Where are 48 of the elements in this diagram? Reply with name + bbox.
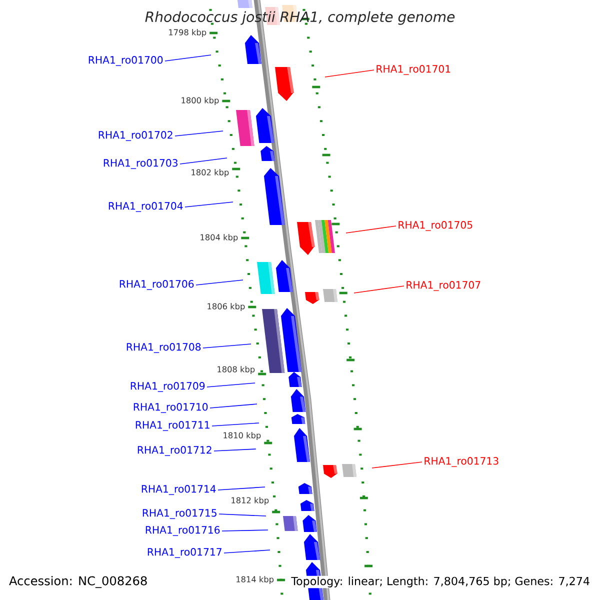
leader-line <box>164 54 212 62</box>
leader-line <box>224 550 270 554</box>
gene-label: RHA1_ro01714 <box>142 485 216 495</box>
scale-label: 1814 kbp <box>236 576 274 584</box>
accession-text: Accession: NC_008268 <box>8 575 148 589</box>
leader-line <box>222 530 268 532</box>
gene-label: RHA1_ro01716 <box>146 526 220 536</box>
leader-line <box>202 344 252 348</box>
title: Rhodococcus jostii RHA1, complete genome <box>145 11 455 25</box>
genome-summary: Topology: linear; Length: 7,804,765 bp; Genes: 7,274 <box>290 576 591 588</box>
gene-label: RHA1_ro01708 <box>126 343 201 353</box>
scale-label: 1812 kbp <box>232 497 269 505</box>
gene-label: RHA1_ro01711 <box>136 421 210 431</box>
gene-label: RHA1_ro01704 <box>108 202 183 212</box>
leader-line <box>346 226 396 234</box>
leader-line <box>214 448 256 452</box>
scale-label: 1808 kbp <box>218 366 255 374</box>
gene-label: RHA1_ro01706 <box>120 280 194 290</box>
scale-label: 1810 kbp <box>224 432 261 440</box>
gene-label: RHA1_ro01700 <box>88 56 163 66</box>
leader-line <box>206 382 256 388</box>
scale-label: 1798 kbp <box>169 29 206 37</box>
gene-label: RHA1_ro01715 <box>142 509 216 519</box>
gene-label: RHA1_ro01709 <box>130 382 205 392</box>
gene-label: RHA1_ro01705 <box>398 221 472 231</box>
leader-line <box>354 286 404 294</box>
leader-line <box>184 202 234 208</box>
leader-line <box>212 422 260 426</box>
gene-label: RHA1_ro01703 <box>104 159 178 169</box>
scale-label: 1802 kbp <box>192 169 229 177</box>
gene-label: RHA1_ro01701 <box>376 65 450 75</box>
leader-line <box>372 462 422 468</box>
gene-label: RHA1_ro01717 <box>148 548 222 558</box>
gene-label: RHA1_ro01710 <box>134 403 208 413</box>
gene-label: RHA1_ro01707 <box>406 281 480 291</box>
leader-line <box>196 280 244 286</box>
gene-label: RHA1_ro01712 <box>138 446 212 456</box>
leader-line <box>218 486 266 490</box>
leader-line <box>324 70 374 78</box>
leader-line <box>180 158 228 164</box>
gene-label: RHA1_ro01713 <box>424 457 498 467</box>
scale-label: 1806 kbp <box>208 303 245 311</box>
leader-line <box>210 404 258 408</box>
gene-label: RHA1_ro01702 <box>98 131 172 141</box>
leader-line <box>174 130 224 136</box>
leader-line <box>218 514 266 516</box>
scale-label: 1804 kbp <box>200 234 238 242</box>
scale-label: 1800 kbp <box>182 97 219 105</box>
